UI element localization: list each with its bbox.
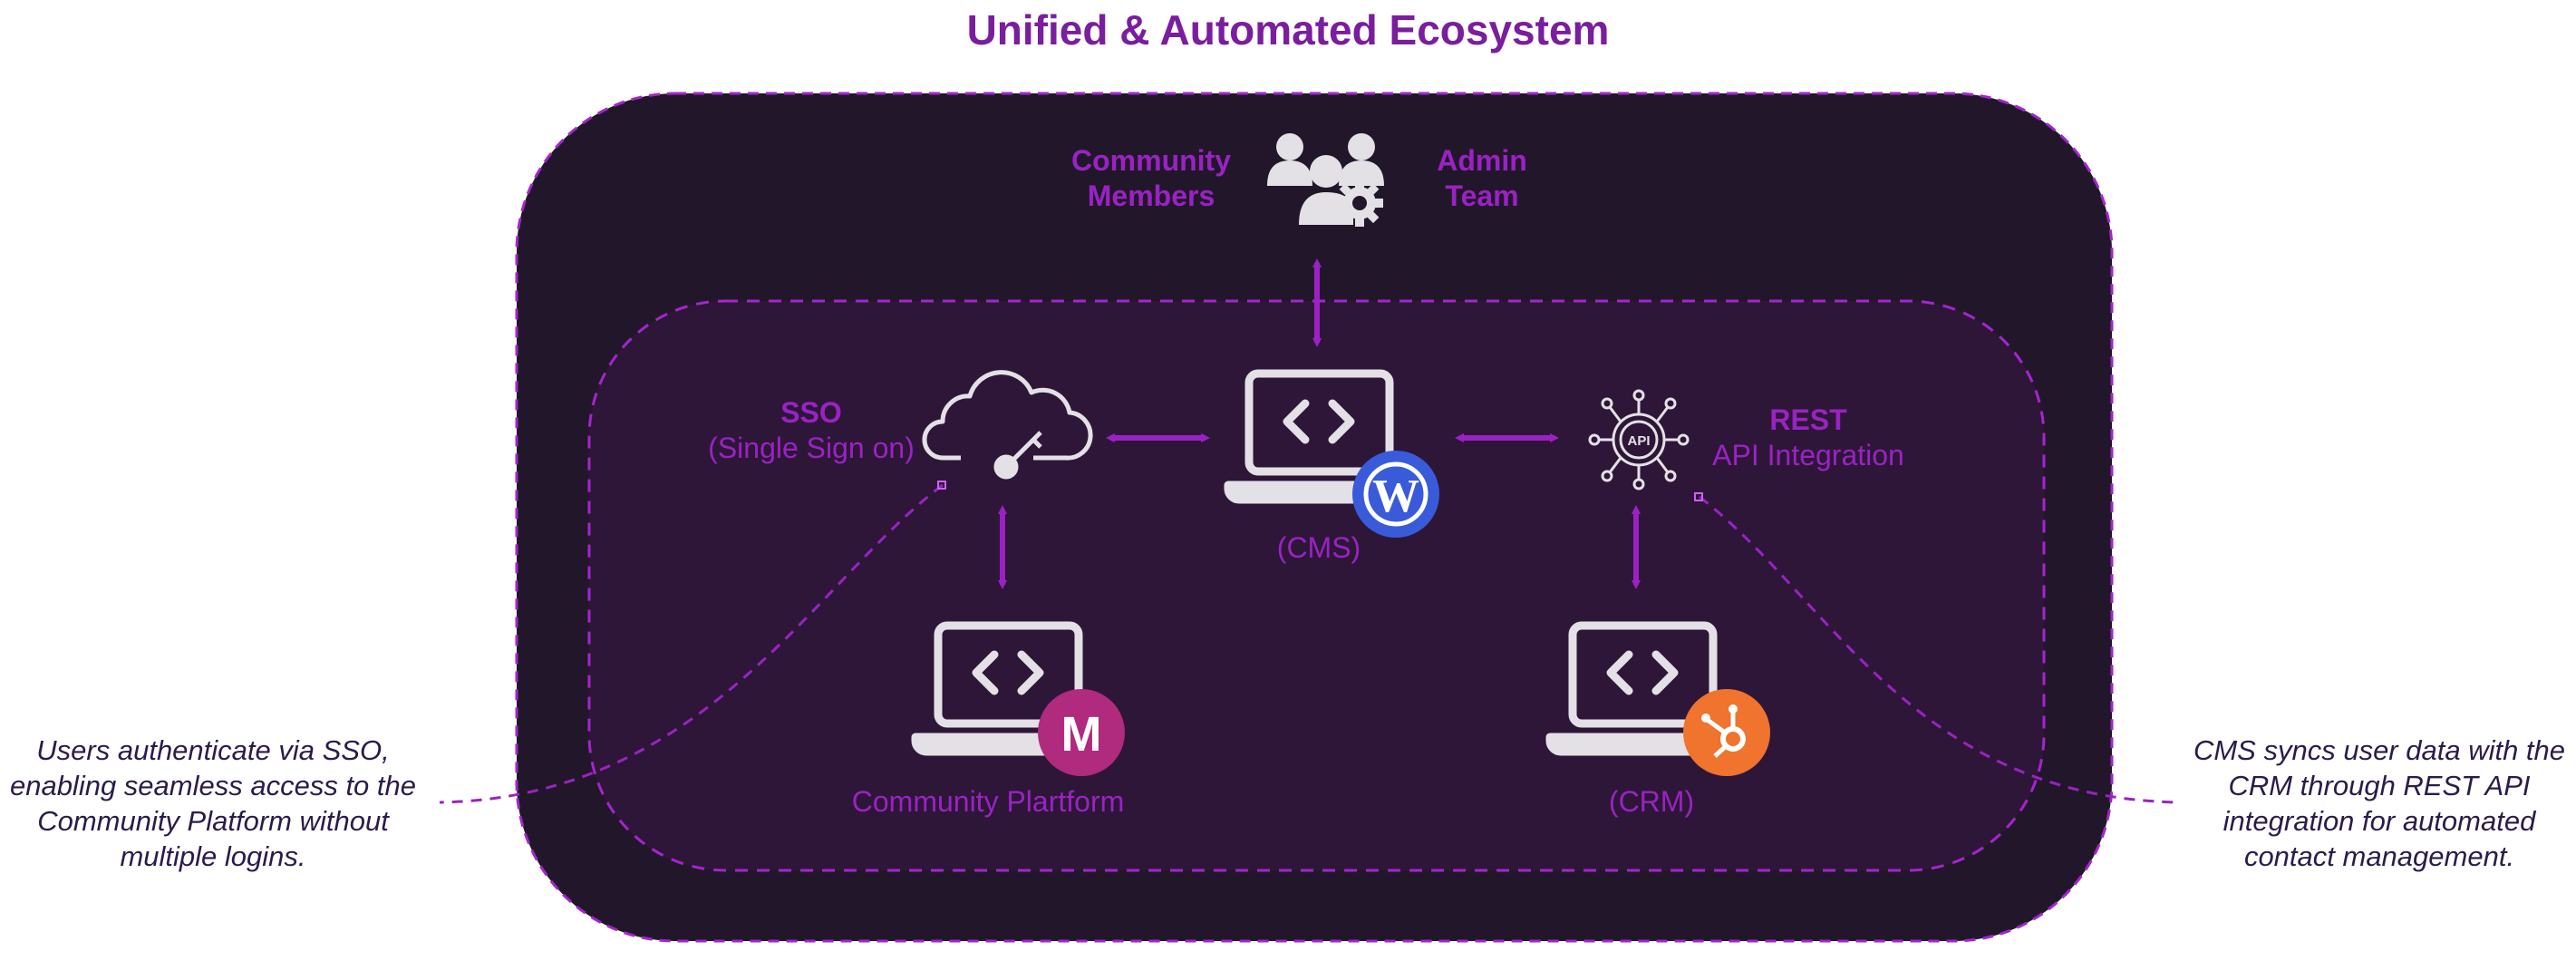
note-left-line: Community Platform without xyxy=(37,805,389,837)
note-left-line: enabling seamless access to the xyxy=(9,770,417,801)
admin-team-label: Admin Team xyxy=(1387,143,1577,214)
cloud-key-icon xyxy=(922,370,1093,480)
svg-text:M: M xyxy=(1061,707,1102,762)
inner-zone xyxy=(587,299,2046,872)
m-logo-icon: M xyxy=(1038,689,1125,776)
connector-right-dot xyxy=(1694,492,1703,501)
note-right-line: CMS syncs user data with the xyxy=(2193,734,2566,766)
sso-title: SSO xyxy=(780,396,842,429)
rest-label: REST API Integration xyxy=(1695,403,1922,473)
note-left-line: multiple logins. xyxy=(120,840,306,872)
admin-team-line2: Team xyxy=(1445,180,1519,212)
note-left-line: Users authenticate via SSO, xyxy=(36,734,390,766)
connector-right xyxy=(1699,495,2181,804)
note-right: CMS syncs user data with the CRM through… xyxy=(2184,733,2574,874)
community-platform-label: Community Plartform xyxy=(851,785,1125,818)
cms-label: (CMS) xyxy=(1276,531,1361,564)
rest-title: REST xyxy=(1769,403,1847,436)
community-members-label: Community Members xyxy=(1042,143,1260,214)
connector-left-dot xyxy=(937,481,946,490)
note-left: Users authenticate via SSO, enabling sea… xyxy=(0,733,426,874)
community-members-line2: Members xyxy=(1087,180,1215,212)
note-right-line: integration for automated xyxy=(2223,805,2536,837)
api-gear-icon: API xyxy=(1588,389,1690,490)
rest-subtitle: API Integration xyxy=(1712,439,1904,471)
note-right-line: CRM through REST API xyxy=(2228,770,2531,801)
note-right-line: contact management. xyxy=(2243,840,2515,872)
svg-text:API: API xyxy=(1627,433,1650,449)
wordpress-logo-icon: W xyxy=(1352,451,1439,538)
hubspot-logo-icon xyxy=(1683,689,1770,776)
admin-team-line1: Admin xyxy=(1437,144,1527,177)
users-gear-icon xyxy=(1267,133,1384,227)
sso-subtitle: (Single Sign on) xyxy=(708,432,915,464)
diagram-title: Unified & Automated Ecosystem xyxy=(966,6,1610,53)
svg-text:W: W xyxy=(1372,471,1419,522)
sso-label: SSO (Single Sign on) xyxy=(698,395,925,466)
community-members-line1: Community xyxy=(1071,144,1231,177)
connector-left xyxy=(439,483,944,804)
crm-label: (CRM) xyxy=(1608,785,1695,818)
